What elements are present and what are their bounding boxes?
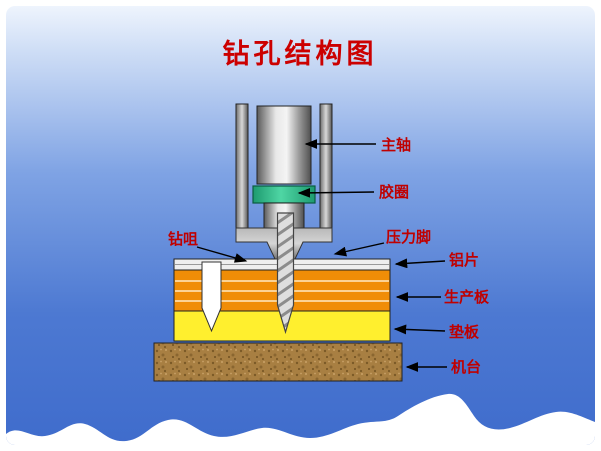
- drilled-hole-shape: [201, 261, 222, 333]
- rubber-ring-arrow: [297, 187, 375, 198]
- label-machine-table: 机台: [451, 358, 481, 376]
- pointer-arrows: [196, 139, 447, 372]
- pressure-foot-arrow: [333, 242, 385, 257]
- label-backing-board: 垫板: [449, 323, 480, 341]
- machine-table-base: [153, 342, 403, 382]
- aluminum-sheet-arrow: [394, 258, 446, 269]
- label-spindle: 主轴: [381, 136, 411, 154]
- label-drill-bit: 钻咀: [168, 230, 198, 248]
- right-column: [319, 103, 333, 243]
- bottom-wave: [6, 393, 595, 445]
- spindle-shape: [256, 105, 312, 185]
- drill-bit-shape: [276, 212, 295, 335]
- label-rubber-ring: 胶圈: [379, 183, 409, 201]
- page-title: 钻孔结构图: [223, 39, 378, 69]
- label-production-board: 生产板: [444, 288, 490, 306]
- rubber-ring-shape: [252, 185, 316, 204]
- backing-board-arrow: [393, 324, 446, 335]
- label-pressure-foot: 压力脚: [386, 228, 431, 246]
- left-column: [235, 103, 249, 243]
- label-aluminum-sheet: 铝片: [449, 251, 479, 269]
- drill-bit-arrow: [196, 246, 248, 263]
